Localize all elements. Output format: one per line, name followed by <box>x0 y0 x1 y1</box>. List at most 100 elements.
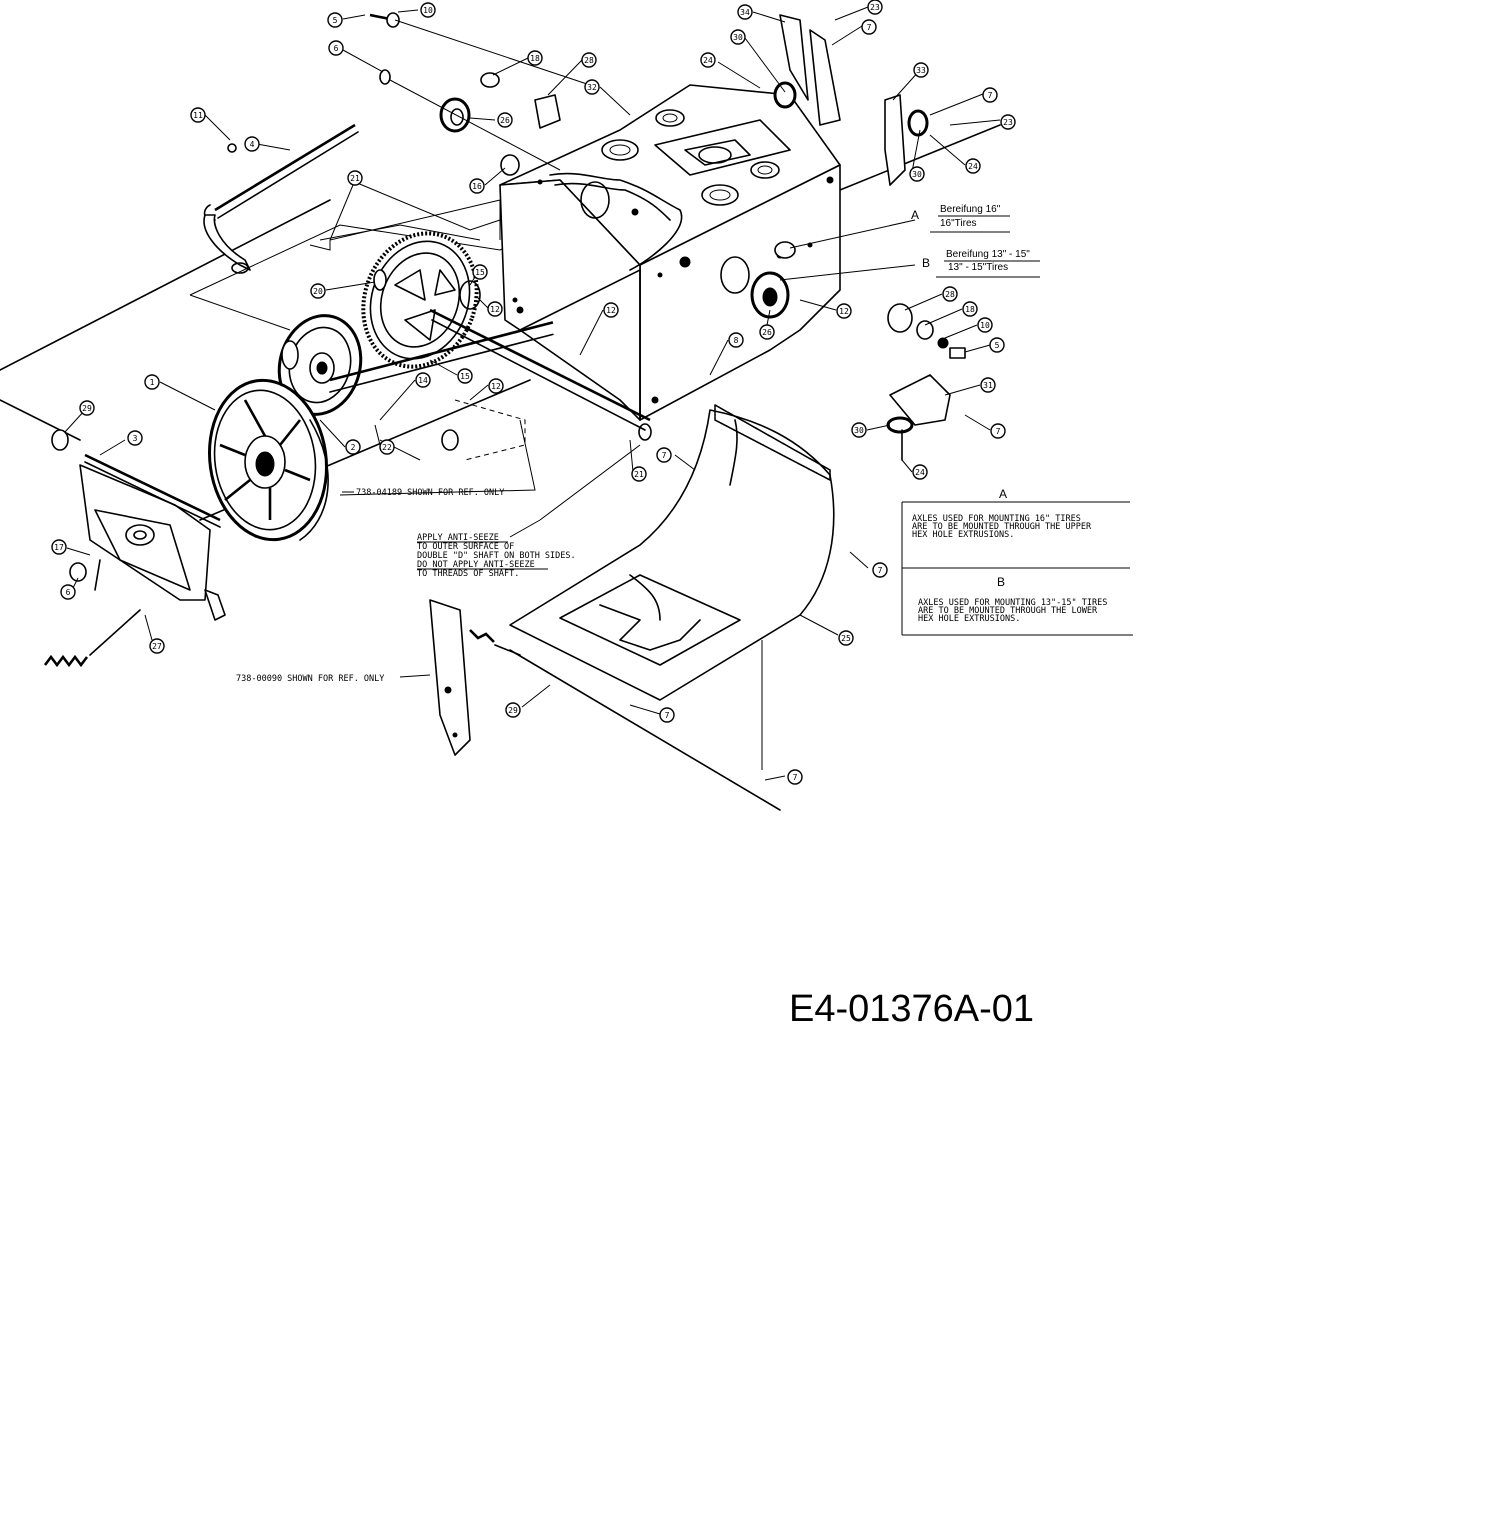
callout: 7 <box>982 87 998 103</box>
large-gear <box>361 231 481 369</box>
anti-seize-note: APPLY ANTI-SEEZE TO OUTER SURFACE OF DOU… <box>417 533 576 579</box>
callout: 26 <box>759 324 775 340</box>
svg-text:18: 18 <box>965 305 975 314</box>
callout: 3 <box>127 430 143 446</box>
svg-text:7: 7 <box>867 23 872 32</box>
svg-text:DO NOT APPLY ANTI-SEEZE: DO NOT APPLY ANTI-SEEZE <box>417 560 535 570</box>
callout: 10 <box>977 317 993 333</box>
callout: 7 <box>990 423 1006 439</box>
callout: 33 <box>913 62 929 78</box>
callout: 15 <box>457 368 473 384</box>
svg-text:10: 10 <box>423 6 433 15</box>
callout: 12 <box>487 301 503 317</box>
svg-text:7: 7 <box>988 91 993 100</box>
top-hardware <box>369 12 591 176</box>
svg-text:23: 23 <box>870 3 880 12</box>
callout: 16 <box>469 178 485 194</box>
callout: 1 <box>144 374 160 390</box>
ref-note-738-00090: 738-00090 SHOWN FOR REF. ONLY <box>236 674 384 684</box>
svg-text:ARE TO BE MOUNTED THROUGH THE: ARE TO BE MOUNTED THROUGH THE UPPER <box>912 522 1092 532</box>
callout: 7 <box>656 447 672 463</box>
tire-a-english: 16"Tires <box>940 218 977 229</box>
svg-text:32: 32 <box>587 83 597 92</box>
callout: 6 <box>60 584 76 600</box>
svg-text:5: 5 <box>333 16 338 25</box>
svg-text:AXLES USED FOR MOUNTING 16" TI: AXLES USED FOR MOUNTING 16" TIRES <box>912 514 1081 524</box>
tire-size-labels: A Bereifung 16" 16"Tires B Bereifung 13"… <box>911 204 1040 278</box>
svg-text:ARE TO BE MOUNTED THROUGH THE: ARE TO BE MOUNTED THROUGH THE LOWER <box>918 606 1098 616</box>
svg-text:24: 24 <box>703 56 713 65</box>
callout: 27 <box>149 638 165 654</box>
svg-text:26: 26 <box>500 116 510 125</box>
callout: 23 <box>1000 114 1016 130</box>
callout: 2 <box>345 439 361 455</box>
control-bracket <box>429 599 521 756</box>
callout: 26 <box>497 112 513 128</box>
callout: 34 <box>737 4 753 20</box>
leader-lines <box>64 6 1001 781</box>
svg-text:15: 15 <box>460 372 470 381</box>
svg-text:5: 5 <box>995 341 1000 350</box>
callout: 31 <box>980 377 996 393</box>
svg-text:HEX HOLE EXTRUSIONS.: HEX HOLE EXTRUSIONS. <box>918 614 1020 624</box>
svg-text:21: 21 <box>634 470 644 479</box>
svg-text:2: 2 <box>351 443 356 452</box>
svg-text:16: 16 <box>472 182 482 191</box>
svg-text:29: 29 <box>82 404 92 413</box>
svg-text:24: 24 <box>968 162 978 171</box>
callout: 32 <box>584 79 600 95</box>
reference-notes: 738-04189 SHOWN FOR REF. ONLY 738-00090 … <box>236 488 504 684</box>
callout: 7 <box>861 19 877 35</box>
callout: 18 <box>962 301 978 317</box>
svg-text:11: 11 <box>193 111 203 120</box>
svg-text:7: 7 <box>878 566 883 575</box>
callout: 4 <box>244 136 260 152</box>
svg-text:3: 3 <box>133 434 138 443</box>
callout: 10 <box>420 2 436 18</box>
table-head-b: B <box>997 575 1005 589</box>
svg-text:6: 6 <box>66 588 71 597</box>
callout: 7 <box>872 562 888 578</box>
spring <box>43 609 141 668</box>
svg-text:18: 18 <box>530 54 540 63</box>
callout: 5 <box>327 12 343 28</box>
svg-text:24: 24 <box>915 468 925 477</box>
gearbox-housing <box>499 84 841 421</box>
svg-text:AXLES USED FOR MOUNTING 13"-15: AXLES USED FOR MOUNTING 13"-15" TIRES <box>918 598 1107 608</box>
svg-text:30: 30 <box>733 33 743 42</box>
svg-text:14: 14 <box>418 376 428 385</box>
svg-text:22: 22 <box>382 443 392 452</box>
ref-note-738-04189: 738-04189 SHOWN FOR REF. ONLY <box>356 488 504 498</box>
callout: 12 <box>603 302 619 318</box>
callout: 7 <box>659 707 675 723</box>
callout: 30 <box>851 422 867 438</box>
svg-text:34: 34 <box>740 8 750 17</box>
bracket-belt-cover <box>51 429 226 621</box>
svg-text:6: 6 <box>334 44 339 53</box>
svg-text:20: 20 <box>313 287 323 296</box>
svg-text:29: 29 <box>508 706 518 715</box>
callout: 29 <box>505 702 521 718</box>
svg-text:30: 30 <box>912 170 922 179</box>
callout: 30 <box>909 166 925 182</box>
wheel-hub <box>207 378 329 542</box>
callout: 30 <box>730 29 746 45</box>
drawing-reference-code: E4-01376A-01 <box>789 988 1035 1030</box>
svg-text:21: 21 <box>350 174 360 183</box>
tire-b-german: Bereifung 13" - 15" <box>946 249 1030 260</box>
tire-b-english: 13" - 15"Tires <box>948 262 1008 273</box>
label-b: B <box>922 256 930 270</box>
lower-axle <box>329 308 652 451</box>
callout: 23 <box>867 0 883 15</box>
svg-text:7: 7 <box>996 427 1001 436</box>
callout: 12 <box>836 303 852 319</box>
top-axle-shaft <box>203 123 359 274</box>
table-head-a: A <box>999 487 1007 501</box>
svg-text:7: 7 <box>665 711 670 720</box>
callout: 22 <box>379 439 395 455</box>
svg-text:1: 1 <box>150 378 155 387</box>
skid-plate <box>509 404 835 701</box>
idler-brackets <box>750 14 966 461</box>
svg-text:28: 28 <box>945 290 955 299</box>
